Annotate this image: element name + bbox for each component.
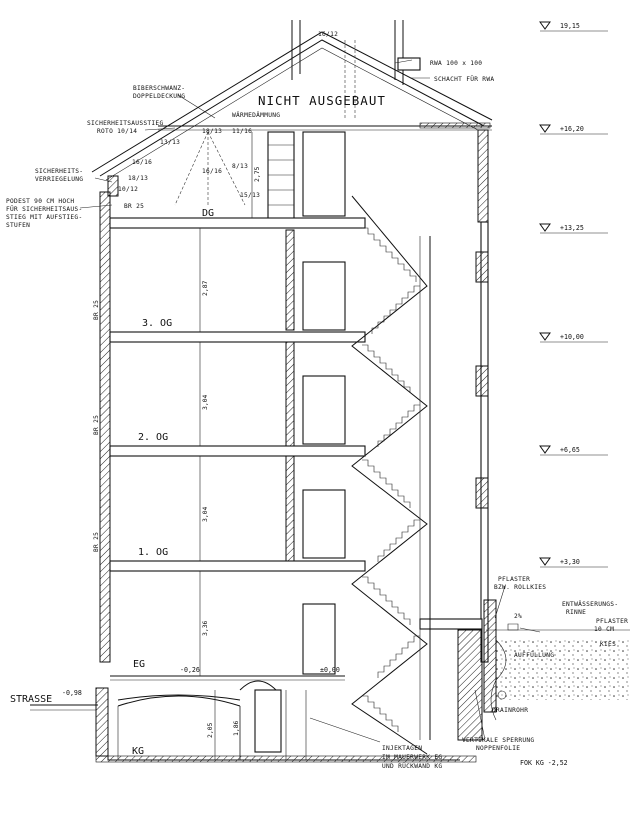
staircase — [351, 195, 431, 755]
annotation-biberschwanz: DOPPELDECKUNG — [133, 93, 185, 100]
level-label: +13,25 — [560, 224, 584, 232]
annotation-pflaster-rollkies: PFLASTER — [498, 576, 530, 583]
annotation-injektagen: INJEKTAGEN — [382, 745, 422, 752]
annotation-sperrung: VERTIKALE SPERRUNG — [462, 737, 534, 744]
roof-tag: 16/16 — [132, 159, 152, 166]
annotation-pflaster-cm: PFLASTER — [596, 618, 628, 625]
level-label: +16,20 — [560, 125, 584, 133]
annotation-strasse: STRASSE — [10, 694, 52, 705]
annotation-entwaesserung: RINNE — [566, 609, 586, 616]
annotation-sicherheitsausstieg: ROTO 10/14 — [97, 128, 137, 135]
annotation-auffuellung: AUFFÜLLUNG — [514, 650, 554, 659]
level-label: 19,15 — [560, 22, 580, 30]
annotation-entwaesserung: ENTWÄSSERUNGS- — [562, 599, 618, 608]
level-label: -0,26 — [180, 666, 200, 674]
annotation-injektagen: IM MAUERWERK EG — [382, 754, 442, 761]
dimension-label: 3,04 — [201, 506, 209, 522]
dimension-lines — [199, 132, 253, 760]
floor-label: DG — [202, 208, 214, 219]
wall-tag: BR 25 — [93, 532, 100, 552]
level-label: FOK KG -2,52 — [520, 759, 568, 767]
level-marks: 19,15 +16,20 +13,25 +10,00 +6,65 +3,30 — [539, 21, 608, 568]
annotation-podest: PODEST 90 CM HOCH — [6, 198, 74, 205]
leader-lines — [79, 59, 506, 743]
annotation-injektagen: UND RÜCKWAND KG — [382, 761, 442, 770]
floor-label: 1. OG — [138, 547, 168, 558]
level-mark: +16,20 — [539, 124, 608, 135]
annotation-sicherheitsverriegelung: VERRIEGELUNG — [35, 176, 83, 183]
basement — [95, 690, 477, 763]
level-label: +3,30 — [560, 558, 580, 566]
roof-tag: 10/12 — [118, 186, 138, 193]
wall-tag: BR 25 — [93, 300, 100, 320]
floor-slabs — [30, 217, 483, 711]
roof-tag: 16/16 — [202, 168, 222, 175]
level-label: -0,98 — [62, 689, 82, 697]
roof-tag: 11/16 — [232, 128, 252, 135]
wall-tag: BR 25 — [124, 203, 144, 210]
level-mark: +6,65 — [539, 445, 608, 456]
annotation-rwa: RWA 100 x 100 — [430, 60, 482, 67]
roof-tag: 16/12 — [318, 31, 338, 38]
dimension-label: 3,36 — [201, 620, 209, 636]
floor-label: 2. OG — [138, 432, 168, 443]
annotation-sicherheitsverriegelung: SICHERHEITS- — [35, 168, 83, 175]
dimension-label: 2,87 — [201, 280, 209, 296]
dimension-label: 1,86 — [232, 720, 240, 736]
floor-label: KG — [132, 746, 144, 757]
annotation-podest: STIEG MIT AUFSTIEG- — [6, 214, 82, 221]
annotation-gefaelle: 2% — [514, 613, 522, 620]
level-mark: +3,30 — [539, 557, 608, 568]
ground-detail — [486, 623, 630, 721]
level-label: ±0,00 — [320, 666, 340, 674]
roof-tag: 18/13 — [202, 128, 222, 135]
annotation-podest: FÜR SICHERHEITSAUS- — [6, 204, 82, 213]
wall-tag: BR 25 — [93, 415, 100, 435]
annotation-sperrung: NOPPENFOLIE — [476, 745, 520, 752]
level-mark: 19,15 — [539, 21, 608, 32]
roof-tag: 13/13 — [160, 139, 180, 146]
floor-label: 3. OG — [142, 318, 172, 329]
level-label: +10,00 — [560, 333, 584, 341]
dimension-label: 2,05 — [206, 722, 214, 738]
level-label: +6,65 — [560, 446, 580, 454]
dimension-label: 3,04 — [201, 394, 209, 410]
dimension-label: 2,75 — [253, 166, 261, 182]
annotation-pflaster-cm: 10 CM — [594, 626, 614, 633]
annotation-schacht: SCHACHT FÜR RWA — [434, 74, 494, 83]
annotation-pflaster-rollkies: BZW. ROLLKIES — [494, 584, 546, 591]
roof — [91, 20, 493, 223]
drawing-texts: NICHT AUSGEBAUT DG 3. OG 2. OG 1. OG EG … — [6, 31, 628, 770]
annotation-waermedaemmung: WÄRMEDÄMMUNG — [232, 110, 280, 119]
annotation-biberschwanz: BIBERSCHWANZ- — [133, 85, 185, 92]
roof-tag: 15/13 — [240, 192, 260, 199]
annotation-drainrohr: DRAINROHR — [492, 707, 528, 714]
level-mark: +10,00 — [539, 332, 608, 343]
floor-label: EG — [133, 659, 145, 670]
roof-tag: 8/13 — [232, 163, 248, 170]
drawing-title: NICHT AUSGEBAUT — [258, 93, 386, 108]
level-mark: +13,25 — [539, 223, 608, 234]
annotation-podest: STUFEN — [6, 222, 30, 229]
doors — [239, 261, 346, 753]
annotation-sicherheitsausstieg: SICHERHEITSAUSSTIEG — [87, 120, 163, 127]
annotation-kies: KIES — [600, 641, 616, 648]
roof-tag: 18/13 — [128, 175, 148, 182]
